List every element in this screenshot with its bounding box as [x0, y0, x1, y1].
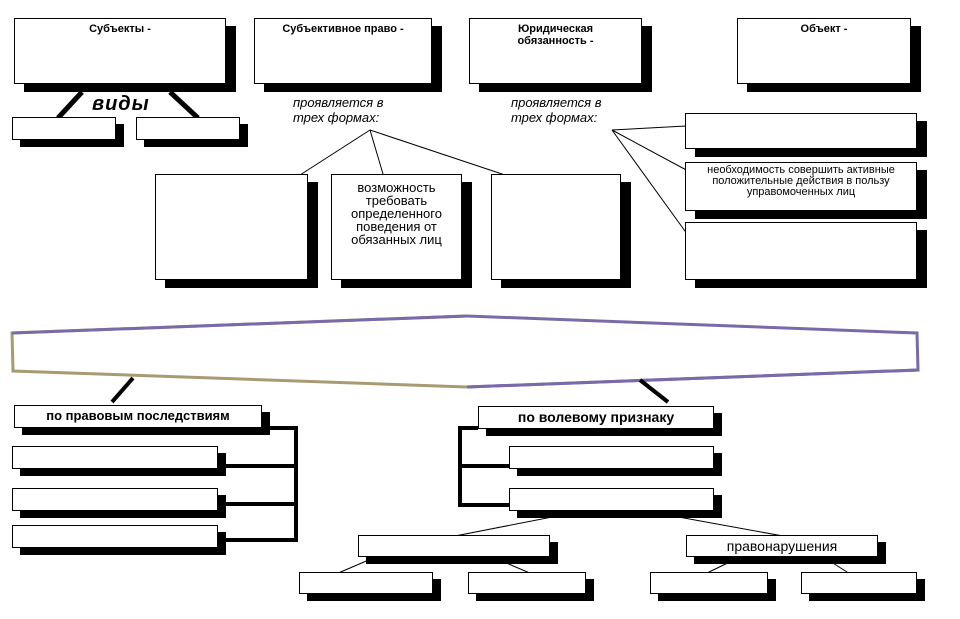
subject-kind-box-2: [136, 117, 240, 140]
right-form-box-2: возможность требовать определенного пове…: [331, 174, 462, 280]
duty-form-box-3: [685, 222, 917, 280]
legal-consequences-title: по правовым последствиям: [46, 408, 230, 423]
duty-form-box-1: [685, 113, 917, 149]
duty-forms-note: проявляется в трех формах:: [511, 95, 602, 125]
subjects-box: Субъекты -: [14, 18, 226, 84]
object-box: Объект -: [737, 18, 911, 84]
offense-leaf-1: [650, 572, 768, 594]
lawful-leaf-1: [299, 572, 433, 594]
lawful-leaf-2: [468, 572, 586, 594]
object-title: Объект -: [800, 23, 848, 35]
duty-form-text-2: необходимость совершить активные положит…: [707, 164, 895, 198]
subjective-right-title: Субъективное право -: [282, 23, 404, 35]
offense-text: правонарушения: [726, 538, 838, 554]
legal-consequences-item-1: [12, 446, 218, 469]
offense-box: правонарушения: [686, 535, 878, 557]
right-forms-note: проявляется в трех формах:: [293, 95, 384, 125]
volitional-box: по волевому признаку: [478, 406, 714, 429]
right-form-box-1: [155, 174, 308, 280]
legal-consequences-box: по правовым последствиям: [14, 405, 262, 428]
lawful-behavior-box: [358, 535, 550, 557]
legal-consequences-item-3: [12, 525, 218, 548]
right-form-text-2: возможность требовать определенного пове…: [351, 180, 442, 247]
volitional-item-2: [509, 488, 714, 511]
subject-kind-box-1: [12, 117, 116, 140]
volitional-title: по волевому признаку: [517, 409, 675, 425]
legal-consequences-item-2: [12, 488, 218, 511]
legal-duty-box: Юридическая обязанность -: [469, 18, 642, 84]
kinds-label: виды: [92, 93, 150, 115]
duty-form-box-2: необходимость совершить активные положит…: [685, 162, 917, 211]
subjects-title: Субъекты -: [89, 23, 151, 35]
volitional-item-1: [509, 446, 714, 469]
legal-duty-title: Юридическая обязанность -: [517, 23, 594, 47]
offense-leaf-2: [801, 572, 917, 594]
right-form-box-3: [491, 174, 621, 280]
subjective-right-box: Субъективное право -: [254, 18, 432, 84]
